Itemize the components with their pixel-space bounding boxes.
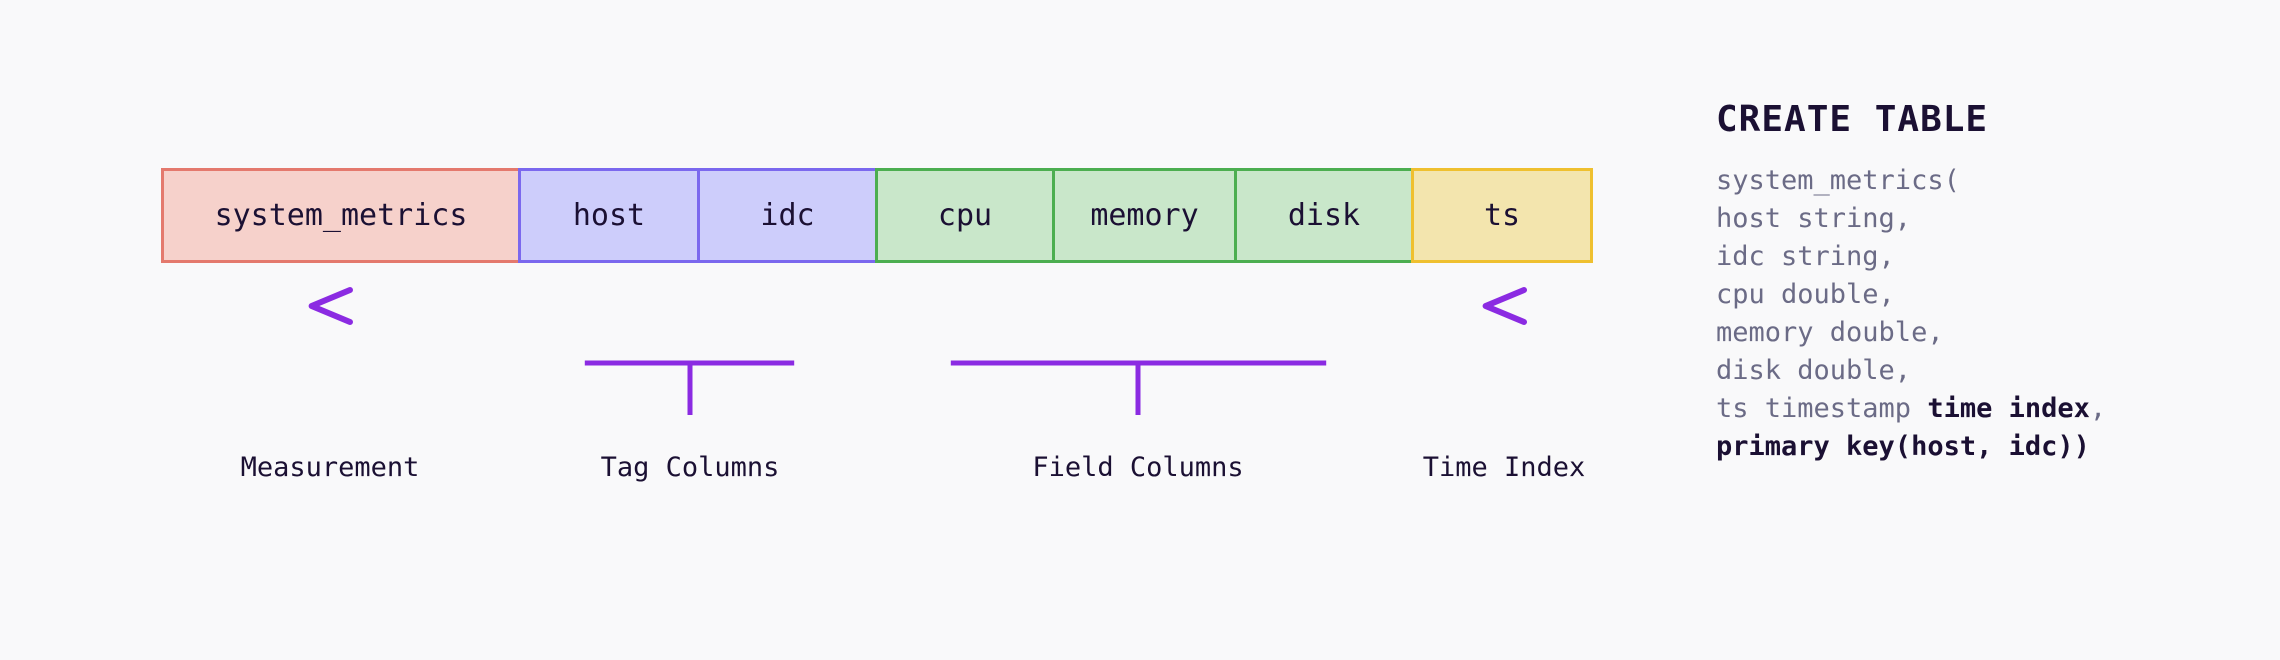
sql-line: cpu double, bbox=[1716, 276, 2256, 314]
column-label: disk bbox=[1287, 198, 1361, 233]
annotation-label-tag: Tag Columns bbox=[600, 452, 780, 483]
column-box-idc[interactable]: idc bbox=[697, 168, 878, 263]
create-table-title: CREATE TABLE bbox=[1716, 99, 1989, 140]
sql-text: disk double, bbox=[1716, 354, 1912, 386]
create-table-statement: system_metrics(host string, idc string, cp… bbox=[1716, 162, 2256, 466]
sql-line: host string, bbox=[1716, 200, 2256, 238]
column-box-memory[interactable]: memory bbox=[1052, 168, 1237, 263]
schema-column-strip: system_metrics host idc cpu memory disk ts bbox=[161, 168, 1593, 263]
sql-line: ts timestamp time index, bbox=[1716, 390, 2256, 428]
column-label: memory bbox=[1090, 198, 1199, 233]
annotation-label-field: Field Columns bbox=[1032, 452, 1244, 483]
column-box-ts[interactable]: ts bbox=[1411, 168, 1593, 263]
sql-line: idc string, bbox=[1716, 238, 2256, 276]
sql-text: cpu double, bbox=[1716, 278, 1895, 310]
sql-text: system_metrics( bbox=[1716, 164, 1960, 196]
sql-text: host string, bbox=[1716, 202, 1912, 234]
column-label: host bbox=[572, 198, 646, 233]
column-label: idc bbox=[760, 198, 815, 233]
annotation-label-measurement: Measurement bbox=[240, 452, 420, 483]
sql-text: memory double, bbox=[1716, 316, 1944, 348]
sql-line: primary key(host, idc)) bbox=[1716, 428, 2256, 466]
sql-text: idc string, bbox=[1716, 240, 1895, 272]
column-box-disk[interactable]: disk bbox=[1234, 168, 1414, 263]
column-label: system_metrics bbox=[214, 198, 468, 233]
annotation-label-time: Time Index bbox=[1422, 452, 1586, 483]
column-box-cpu[interactable]: cpu bbox=[875, 168, 1055, 263]
sql-text: , bbox=[2089, 392, 2107, 424]
sql-keyword: time index bbox=[1927, 392, 2090, 424]
sql-text: ts timestamp bbox=[1716, 392, 1928, 424]
sql-line: disk double, bbox=[1716, 352, 2256, 390]
column-box-system-metrics[interactable]: system_metrics bbox=[161, 168, 521, 263]
column-label: ts bbox=[1483, 198, 1521, 233]
sql-line: memory double, bbox=[1716, 314, 2256, 352]
sql-keyword: primary key(host, idc)) bbox=[1716, 430, 2090, 462]
column-label: cpu bbox=[937, 198, 993, 233]
sql-line: system_metrics( bbox=[1716, 162, 2256, 200]
column-box-host[interactable]: host bbox=[518, 168, 700, 263]
create-table-panel: CREATE TABLE system_metrics(host string,… bbox=[1716, 100, 2256, 466]
